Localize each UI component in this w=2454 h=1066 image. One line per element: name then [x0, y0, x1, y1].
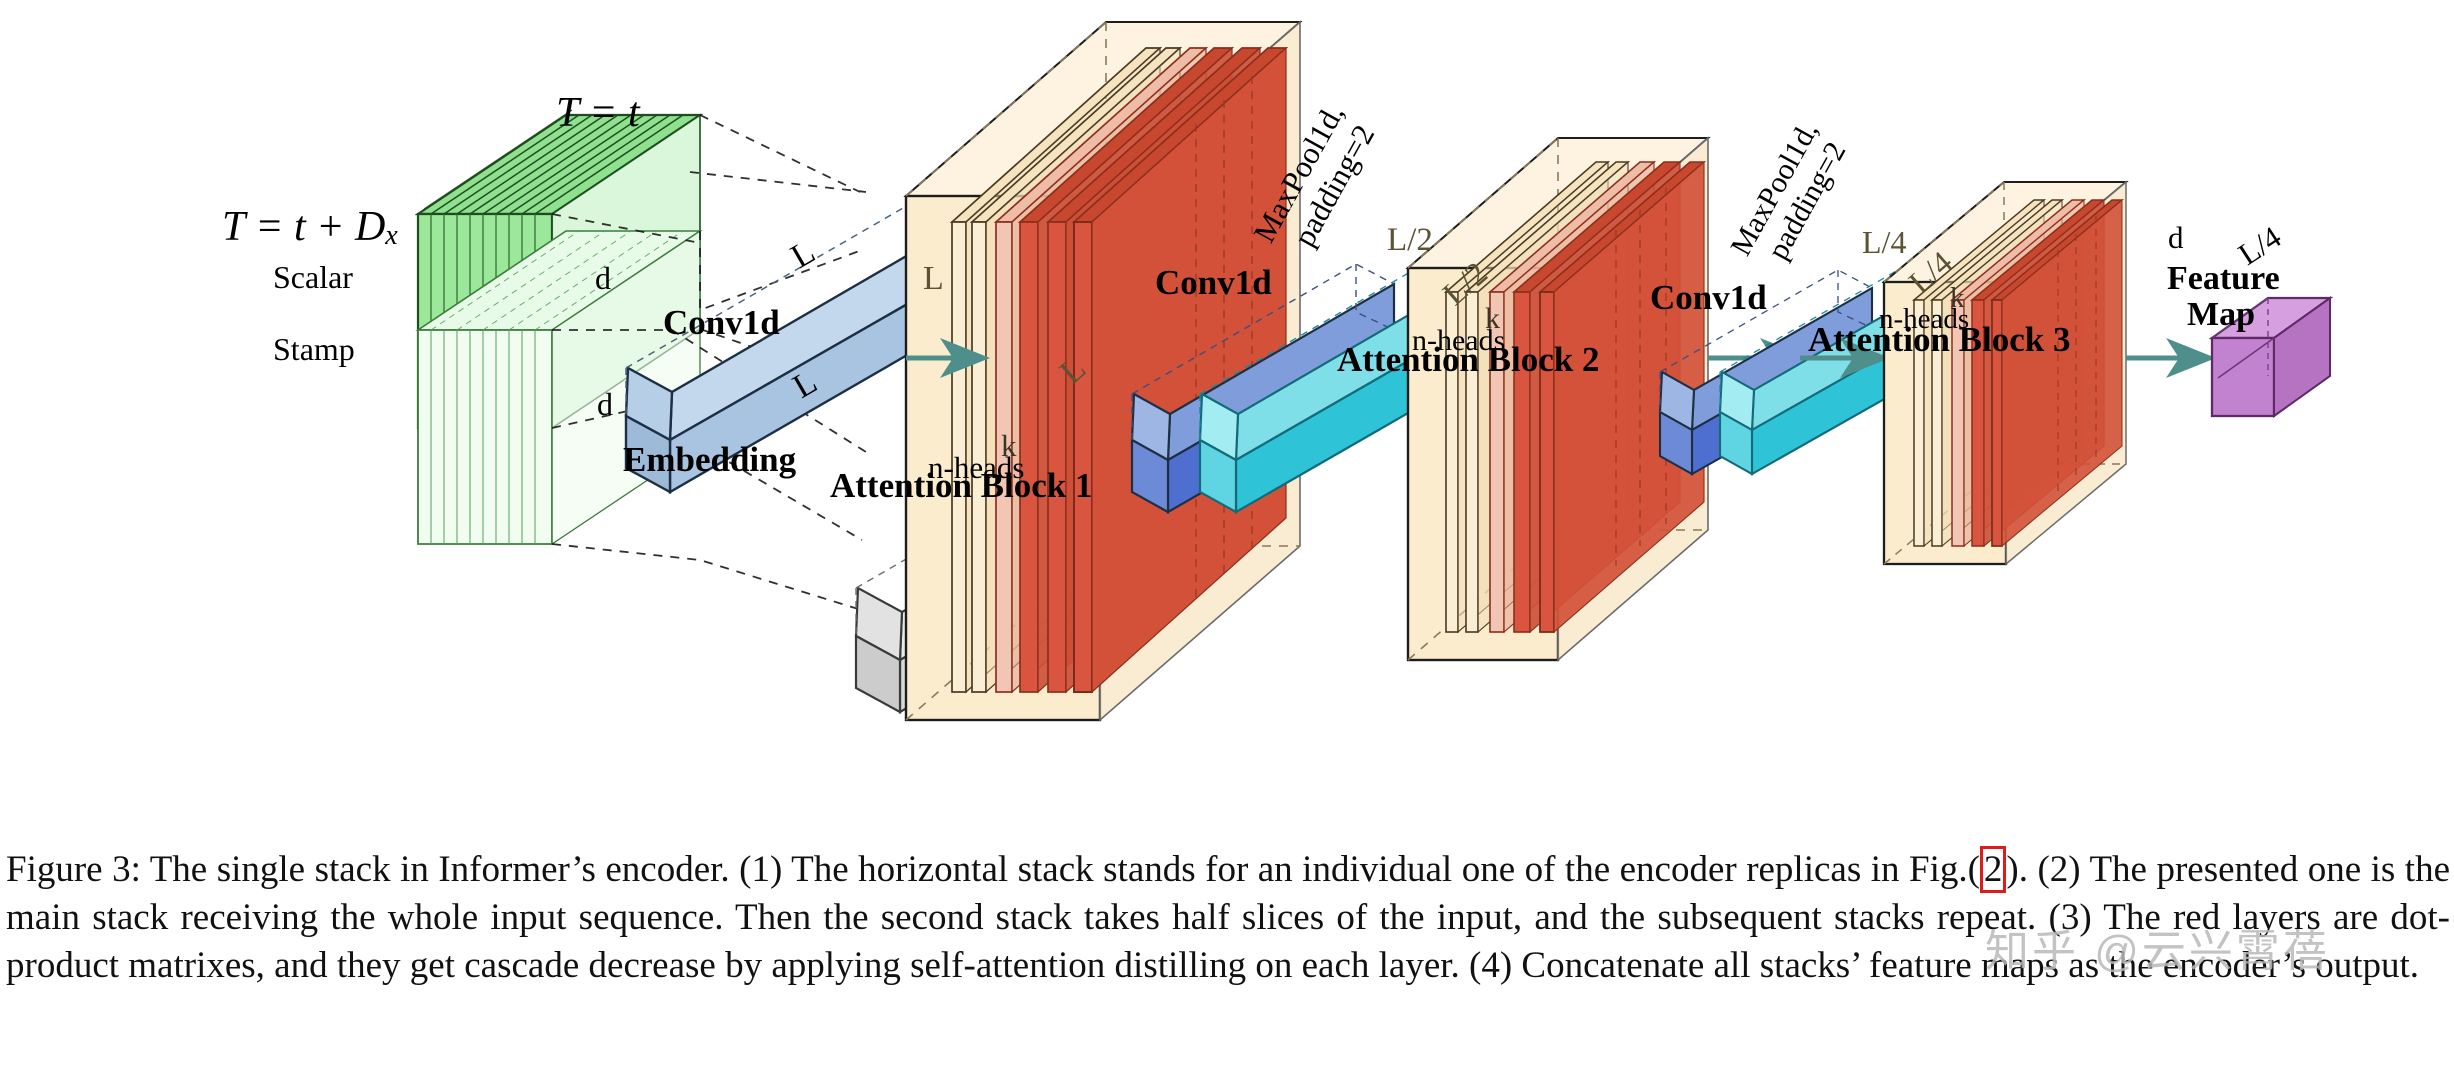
label-L-block1-front: L [923, 260, 944, 297]
label-time-bottom-sub: x [385, 220, 398, 251]
label-dim-d-stamp: d [597, 386, 613, 422]
label-conv1d-2: Conv1d [1155, 263, 1272, 302]
watermark: 知乎 @云兴霄蓓 [1985, 927, 2330, 976]
label-time-top: T = t [556, 90, 640, 136]
label-conv1d-1: Conv1d [663, 303, 780, 342]
label-L2-block2-front: L/2 [1387, 222, 1433, 258]
label-feature-map-line2: Map [2187, 296, 2255, 333]
label-k-block1: k [1001, 428, 1017, 463]
label-k-block2: k [1485, 302, 1500, 335]
caption-lead: Figure 3: The single stack in Informer’s… [6, 849, 1980, 890]
label-attention-block-3: Attention Block 3 [1808, 320, 2071, 359]
label-embedding: Embedding [623, 440, 797, 479]
label-nheads-block2: n-heads [1412, 324, 1506, 357]
attention-block-3 [1881, 180, 2216, 566]
label-stamp: Stamp [273, 331, 355, 367]
label-dim-d-feature: d [2168, 220, 2184, 255]
label-time-bottom-main: T = t + D [222, 204, 386, 250]
caption-figure-ref: 2 [1979, 846, 2007, 893]
label-time-bottom: T = t + Dx [222, 206, 398, 250]
feature-map-block [2208, 296, 2334, 418]
label-nheads-block1: n-heads [928, 450, 1025, 485]
label-scalar: Scalar [273, 259, 353, 295]
label-conv1d-3: Conv1d [1650, 278, 1767, 317]
label-attention-block-2: Attention Block 2 [1337, 340, 1600, 379]
label-k-block3: k [1950, 282, 1965, 314]
attention-block-1 [903, 20, 1414, 722]
label-L4-block3-front: L/4 [1862, 224, 1907, 260]
figure-caption: Figure 3: The single stack in Informer’s… [6, 846, 2450, 990]
caption-rest: ). (2) The presented one is the main sta… [6, 849, 2450, 987]
label-dim-d-scalar: d [595, 260, 611, 296]
attention-block-2 [1405, 136, 1810, 662]
label-nheads-block3: n-heads [1879, 303, 1970, 335]
encoder-architecture-diagram [414, 20, 2334, 722]
label-feature-map-line1: Feature [2167, 260, 2280, 297]
label-attention-block-1: Attention Block 1 [830, 466, 1093, 505]
